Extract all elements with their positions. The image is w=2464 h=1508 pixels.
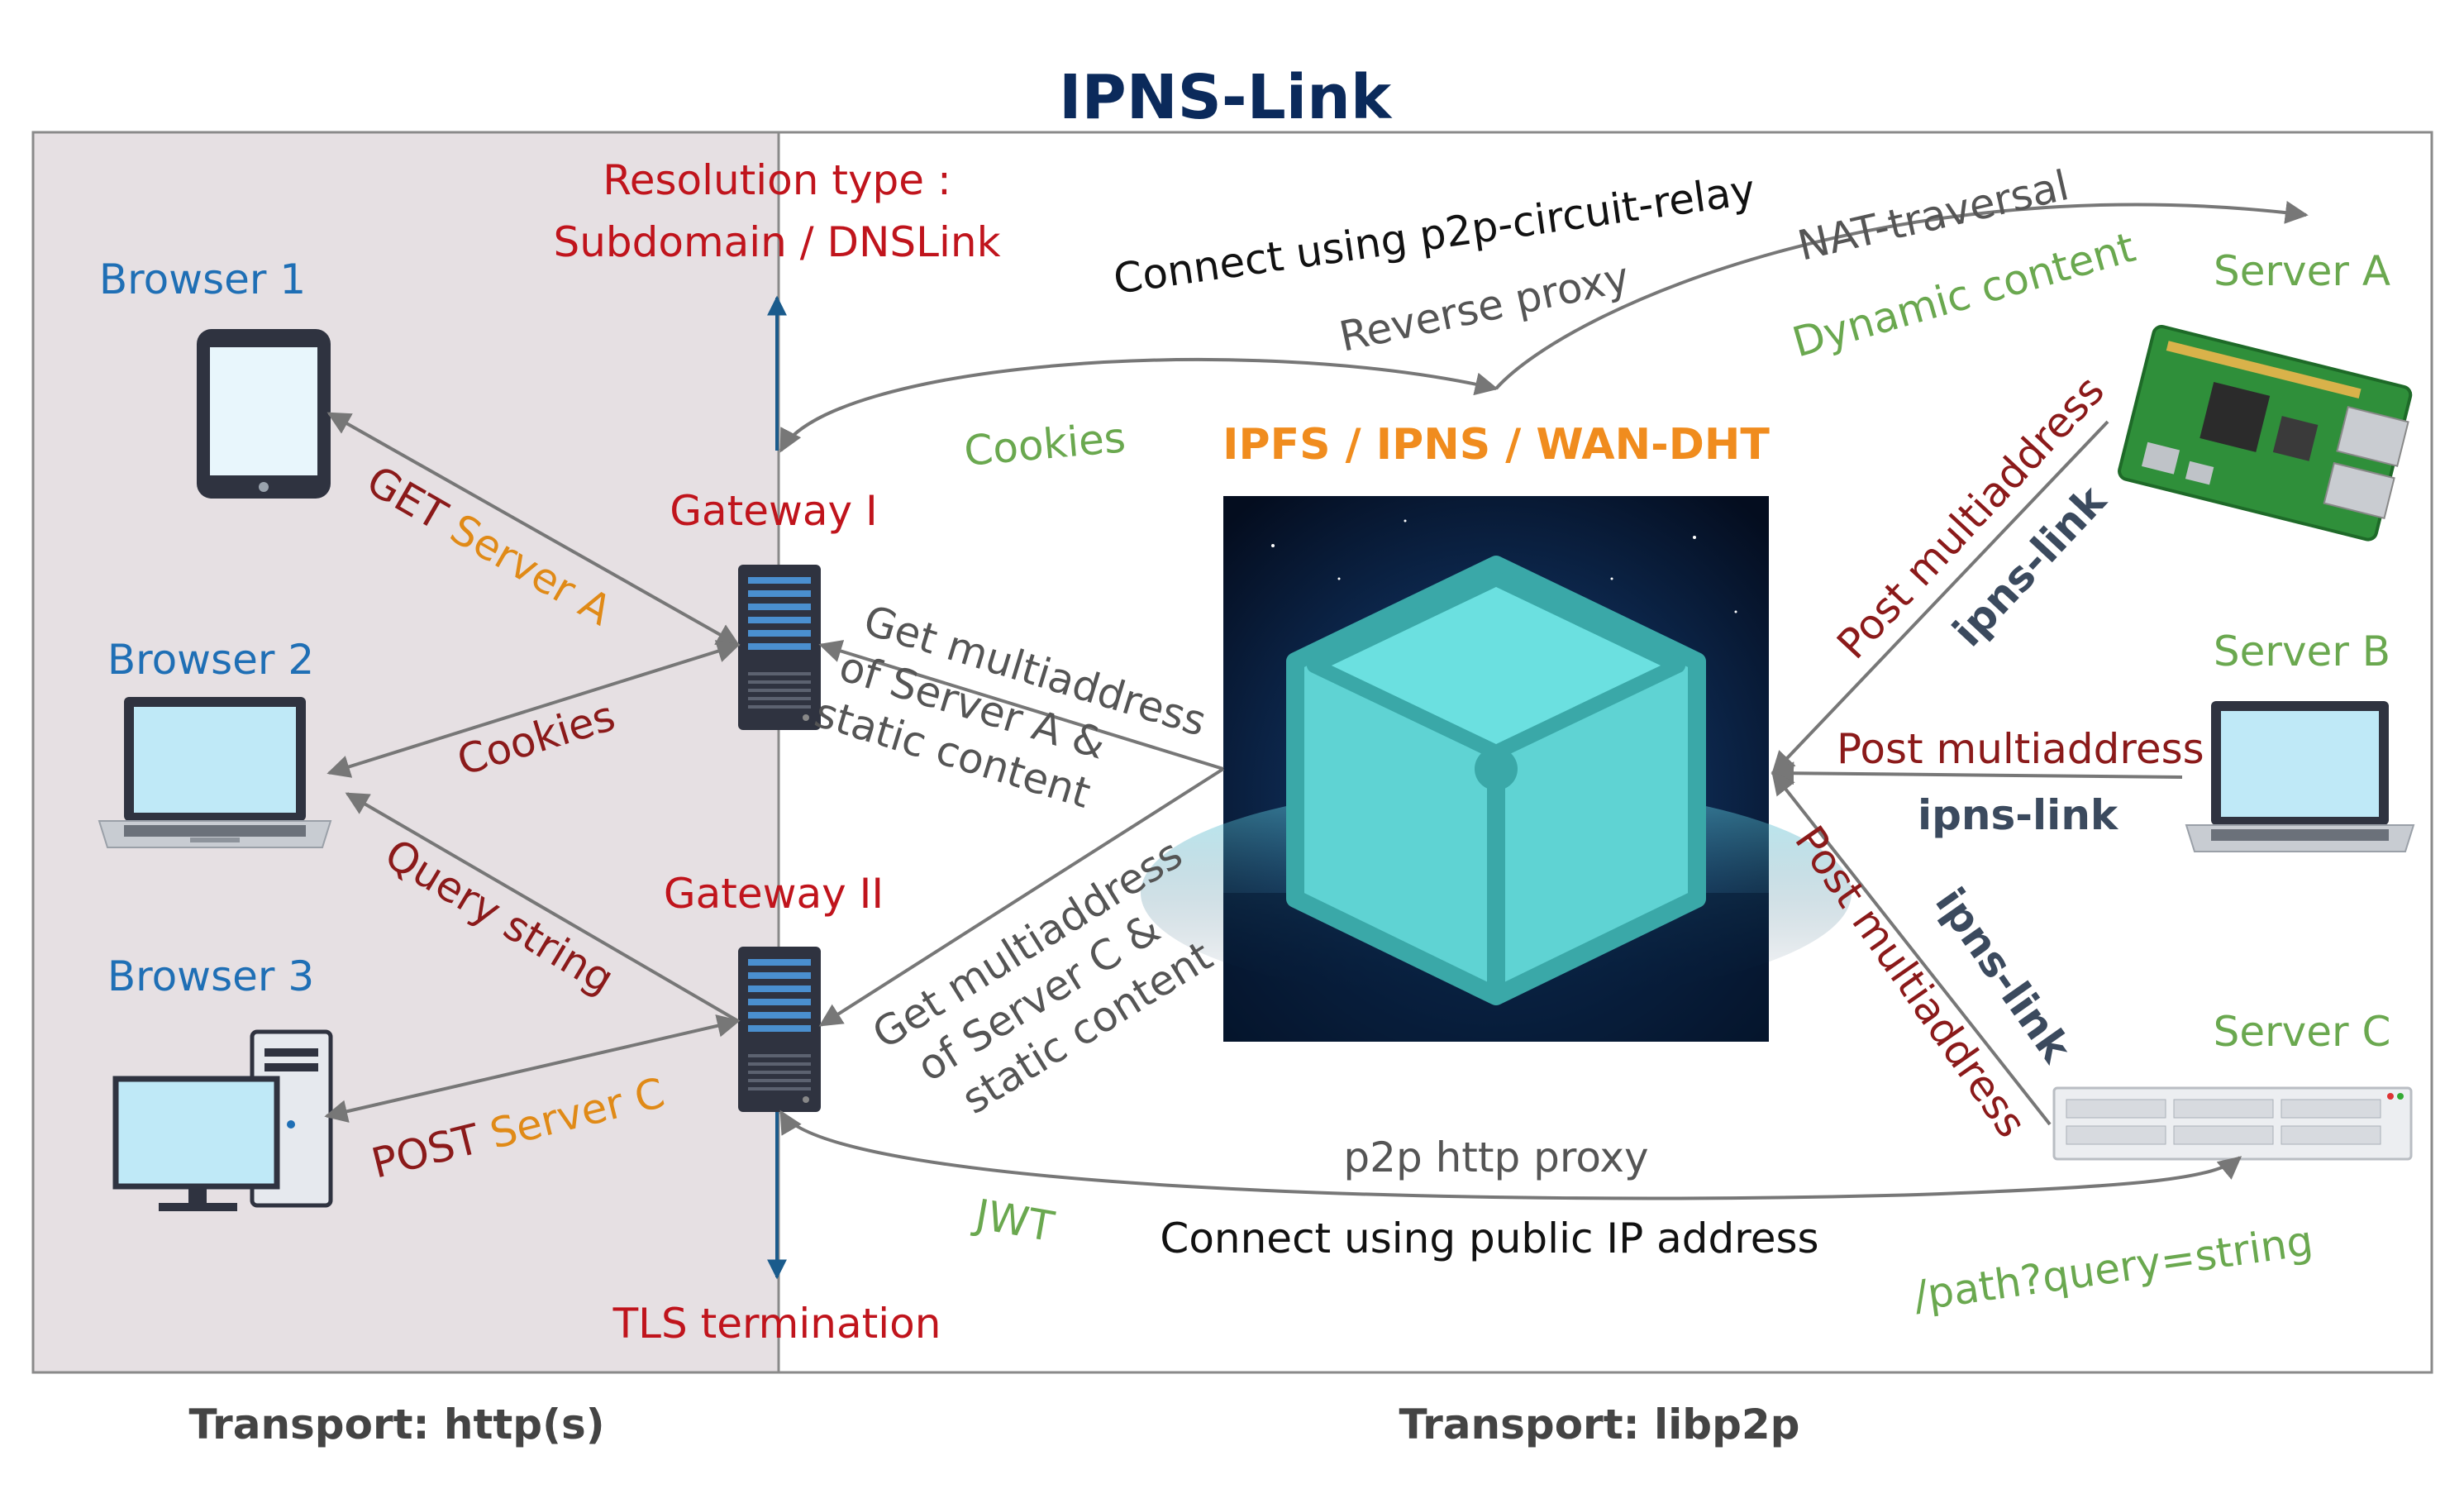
rack-server-icon [2052, 1086, 2413, 1161]
diagram-title: IPNS-Link [1059, 62, 1393, 133]
browser-1-label: Browser 1 [99, 255, 306, 303]
ipns-link-b-label: ipns-link [1918, 791, 2119, 839]
dht-label: IPFS / IPNS / WAN-DHT [1222, 420, 1770, 470]
server-b-laptop-icon [2185, 701, 2415, 852]
edge-serverb-dht [1771, 761, 2183, 785]
edge-dht-gateway2 [818, 767, 1225, 1027]
post-multiaddress-b-label: Post multiaddress [1837, 725, 2204, 773]
edge-browser1-gateway1 [326, 412, 741, 647]
edge-browser3-gateway2 [324, 1014, 741, 1123]
tls-termination-label: TLS termination [612, 1300, 941, 1348]
server-c-label: Server C [2214, 1008, 2391, 1056]
resolution-type-values: Subdomain / DNSLink [553, 218, 1000, 266]
edge-browser2-gateway2 [345, 792, 740, 1023]
edge-relay-servera [1494, 201, 2309, 390]
transport-libp2p-label: Transport: libp2p [1399, 1401, 1800, 1448]
edge-gateway2-serverc-proxy [779, 1110, 2242, 1200]
tablet-icon [197, 329, 331, 499]
browser-2-label: Browser 2 [107, 636, 314, 684]
dht-cube-image [1141, 496, 1852, 1042]
server-a-label: Server A [2214, 247, 2390, 295]
raspberry-pi-board-icon [2118, 325, 2413, 542]
desktop-computer-icon [112, 1029, 333, 1211]
laptop-icon [98, 697, 332, 848]
gateway-1-label: Gateway I [670, 487, 878, 535]
browser-3-label: Browser 3 [107, 952, 314, 1000]
connect-public-ip-label: Connect using public IP address [1160, 1215, 1818, 1262]
p2p-http-proxy-label: p2p http proxy [1343, 1133, 1648, 1181]
gateway-1-server-icon [738, 565, 821, 730]
resolution-type-label: Resolution type : [603, 156, 951, 204]
edge-servera-dht [1771, 420, 2109, 775]
edge-gateway1-relay [779, 358, 1499, 453]
edge-serverc-dht [1771, 771, 2052, 1126]
gateway-2-label: Gateway II [664, 870, 884, 918]
transport-http-label: Transport: http(s) [188, 1401, 604, 1448]
server-b-label: Server B [2214, 628, 2390, 675]
edge-browser2-gateway1 [326, 640, 741, 778]
gateway-2-server-icon [738, 947, 821, 1112]
edge-dht-gateway1 [818, 640, 1224, 771]
